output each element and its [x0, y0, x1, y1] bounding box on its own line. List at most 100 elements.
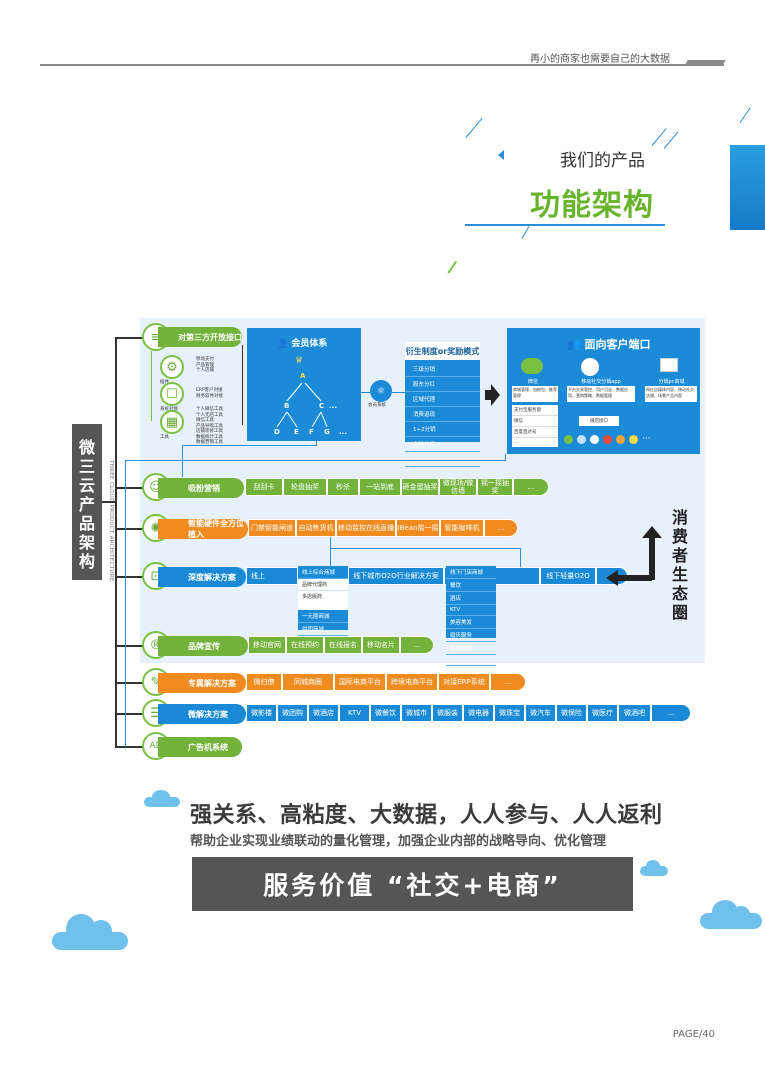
service-item: ...: [514, 440, 519, 445]
member-system-title: 👤 会员体系: [277, 336, 327, 349]
system-link-icon: ☐: [160, 382, 184, 406]
tools-line: 店铺装修工具: [196, 429, 223, 434]
micro-item: 微汽车: [525, 704, 556, 722]
o2o-sub-item: 酒店: [446, 592, 496, 605]
exclusive-item: 跨境电商平台: [386, 673, 438, 691]
alipay-icon: [590, 434, 599, 444]
connector: [115, 713, 143, 715]
users-icon: 👥: [567, 338, 581, 351]
cloud-icon: [152, 790, 170, 804]
hardware-item: 移动监控在线直播: [336, 519, 396, 537]
taobao-icon: [616, 434, 625, 444]
open-interface-pill: 对第三方开放接口: [158, 327, 242, 347]
micro-item: 微酒吧: [618, 704, 651, 722]
qq-icon: [577, 434, 586, 444]
eco-char: 者: [671, 546, 688, 565]
service-item: 支付宝服务窗: [512, 405, 558, 416]
eco-char: 圈: [671, 603, 688, 622]
plugin-label: 插件: [160, 380, 169, 385]
hardware-item: IBean摇一摇: [396, 519, 440, 537]
micro-item: 微影楼: [246, 704, 277, 722]
micro-item: 微医疗: [587, 704, 618, 722]
member-system-label: 会员体系: [291, 339, 328, 349]
brand-item: 移动名片: [362, 636, 400, 654]
tools-line: 产品导购工具: [196, 423, 223, 429]
derive-mode-item: 消费返现: [405, 407, 480, 422]
service-list: 支付宝服务窗 微信 百度直达号 ...: [512, 405, 558, 447]
member-tree-lines: [276, 382, 328, 428]
brand-item: 在线报名: [324, 636, 362, 654]
micro-item: 微保险: [556, 704, 587, 722]
hardware-item: 门禁智能闸道: [248, 519, 296, 537]
tools-line: 数据营销工具: [196, 440, 223, 445]
arrow-right-icon: [485, 390, 491, 400]
member-system-panel: 👤 会员体系 ♛ VIP A B C ... D E F G ...: [247, 328, 361, 441]
wechat-icon: [564, 434, 573, 444]
tree-node-a: A: [300, 372, 306, 380]
root-node: 微 三 云 产 品 架 构: [72, 424, 102, 580]
system-link-line: 财务软件对接: [196, 393, 223, 399]
system-link-line: ERP客户对接: [196, 388, 223, 393]
system-link-list: ERP客户对接 财务软件对接: [196, 388, 223, 399]
channel-label: 微信: [527, 379, 538, 385]
feedback-line: [125, 460, 505, 461]
tree-node-e: E: [294, 428, 299, 436]
header-rule: [40, 64, 724, 66]
online-sub-item: 一元圈商城: [298, 610, 348, 623]
service-item: 百度直达号: [512, 427, 558, 438]
connector: [115, 682, 143, 684]
sub-connector: [151, 351, 152, 421]
micro-item: 微酒店: [308, 704, 339, 722]
platform-icons: ···: [564, 432, 664, 446]
connector: [392, 392, 405, 393]
header-tagline: 再小的商家也需要自己的大数据: [530, 54, 670, 65]
micro-item: 微团购: [277, 704, 308, 722]
o2o-sub-item: 餐饮: [446, 579, 496, 592]
micro-item: 微电器: [463, 704, 494, 722]
weibo-icon: [603, 434, 612, 444]
tree-node-more: ...: [329, 402, 337, 410]
online-sub-item: 多店版商: [298, 591, 348, 610]
tools-icon: ▦: [160, 410, 184, 434]
derive-mode-item: 1+2分销: [405, 422, 480, 437]
derive-mode-item: 三级分销: [405, 362, 480, 377]
o2o-sub-item: ...: [446, 655, 496, 666]
brand-item: 移动官网: [248, 636, 286, 654]
derive-mode-list: 衍生制度or奖励模式 三级分销 股东分红 区域代理 消费返现 1+2分销 全球分…: [405, 342, 480, 467]
channel-label: 移动社交分销app: [581, 379, 621, 385]
customer-port-title: 👥 面向客户端口: [567, 336, 651, 352]
root-english-label: THREE CLOUD PRODUCT ARCHITECTURE: [108, 460, 114, 582]
marketing-item: 轮盘抽奖: [283, 478, 327, 496]
connector: [115, 576, 143, 578]
deco-line: [465, 118, 483, 138]
tools-line: 数据统计工具: [196, 434, 223, 440]
root-char: 三: [78, 457, 95, 476]
tree-node-more: ...: [339, 428, 347, 436]
root-char: 构: [78, 552, 95, 571]
tools-line: 个人无店工具: [196, 412, 223, 418]
deco-line: [739, 107, 751, 123]
o2o-sub-box: 线下门店商城 餐饮 酒店 KTV 美容美发 婚庆服务 金融保险 ...: [446, 566, 496, 666]
connector: [361, 392, 371, 393]
online-sub-head: 线上综合商城: [298, 566, 348, 579]
exclusive-item: 国际电商平台: [334, 673, 386, 691]
baidu-icon: [629, 434, 638, 444]
wechat-icon: [521, 358, 543, 374]
feedback-line: [125, 460, 126, 747]
service-item: 微信: [512, 416, 558, 427]
connector: [182, 445, 316, 446]
channel-desc: 平台交易管控、用户沉淀、数据应用、营销策略、数据管理: [567, 386, 635, 402]
root-char: 微: [78, 438, 95, 457]
online-sub-item: 品牌代理商: [298, 579, 348, 591]
eco-char: 生: [671, 565, 688, 584]
micro-more: ...: [651, 704, 691, 722]
spacer: [130, 352, 132, 354]
micro-item: 微城市: [401, 704, 432, 722]
tools-line: 个人微信工具: [196, 407, 223, 412]
marketing-more: ...: [513, 478, 549, 496]
service-value-banner: 服务价值 “社交+电商”: [192, 857, 633, 911]
side-tab: [730, 145, 765, 230]
tree-node-d: D: [274, 428, 280, 436]
cloud-icon: [732, 906, 750, 922]
trunk-line: [115, 337, 117, 747]
